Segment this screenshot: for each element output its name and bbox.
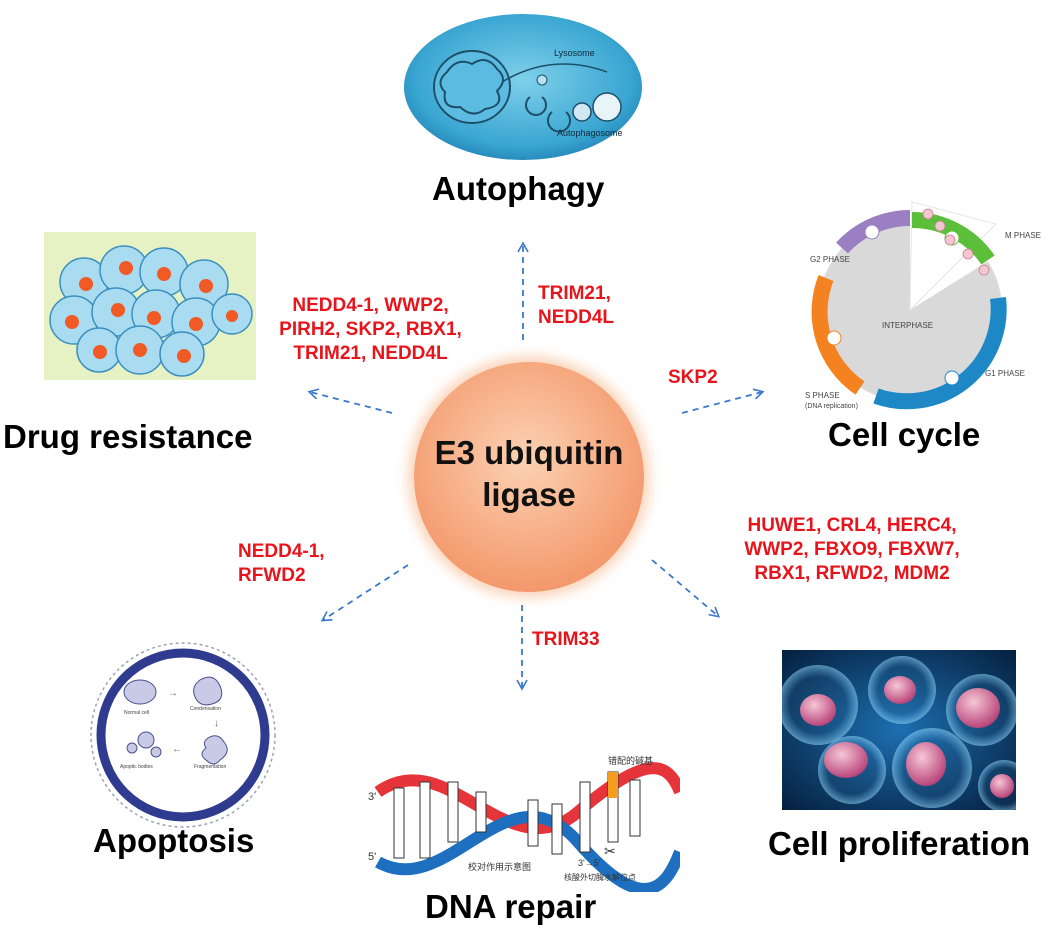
svg-text:←: ← (172, 744, 182, 755)
arrow-apoptosis (320, 564, 409, 622)
fragmentation-label: Fragmentation (194, 764, 226, 770)
proofreading-label: 校对作用示意图 (468, 861, 531, 872)
arrow-cell-cycle (681, 388, 765, 414)
arrow-drug-resistance (307, 388, 393, 414)
cell-proliferation-genes: HUWE1, CRL4, HERC4, WWP2, FBXO9, FBXW7, … (744, 515, 960, 584)
autophagy-title: Autophagy (432, 170, 605, 207)
exonuclease-label: 核酸外切酶水解位点 (564, 872, 636, 882)
center-label: E3 ubiquitin ligase (434, 434, 624, 513)
dna-repair-genes: TRIM33 (532, 629, 600, 650)
apoptic-bodies-label: Apoptic bodies (120, 764, 153, 770)
cell-cycle-image: G2 PHASE M PHASE INTERPHASE G1 PHASE S P… (805, 201, 1041, 410)
svg-text:↓: ↓ (214, 718, 219, 729)
cell-proliferation-image (782, 650, 1016, 810)
drug-resistance-genes: NEDD4-1, WWP2, PIRH2, SKP2, RBX1, TRIM21… (279, 295, 462, 364)
apoptosis-genes: NEDD4-1, RFWD2 (238, 541, 325, 586)
interphase-label: INTERPHASE (882, 321, 933, 330)
dna-repair-title: DNA repair (425, 888, 597, 925)
cell-cycle-title: Cell cycle (828, 416, 981, 453)
scissors-icon: ✂ (604, 843, 616, 859)
cell-proliferation-title: Cell proliferation (768, 825, 1031, 862)
drug-resistance-image (44, 232, 256, 380)
autophagy-genes: TRIM21, NEDD4L (538, 283, 615, 328)
lysosome-label: Lysosome (554, 48, 595, 58)
m-phase-label: M PHASE (1005, 231, 1041, 240)
drug-resistance-title: Drug resistance (3, 418, 253, 455)
apoptosis-image: Normal cell Condensation Apoptic bodies … (90, 642, 276, 828)
g1-label: G1 PHASE (985, 369, 1025, 378)
mismatch-label: 错配的碱基 (608, 755, 653, 766)
arrow-cell-proliferation (651, 559, 721, 618)
dna-repair-image: 错配的碱基 3' 5' 校对作用示意图 3'→5' 核酸外切酶水解位点 ✂ (368, 755, 680, 892)
direction-label: 3'→5' (578, 858, 601, 868)
svg-text:→: → (168, 688, 178, 699)
s-phase-label: S PHASE (805, 391, 840, 400)
autophagy-image: Lysosome Autophagosome (404, 14, 642, 160)
s-phase-sub-label: (DNA replication) (805, 403, 858, 410)
g2-label: G2 PHASE (810, 255, 850, 264)
dna-5prime-label: 5' (368, 851, 376, 863)
center-node: E3 ubiquitin ligase (414, 362, 644, 592)
normal-cell-label: Normal cell (124, 710, 149, 716)
dna-3prime-label: 3' (368, 791, 376, 803)
condensation-label: Condensation (190, 706, 221, 712)
apoptosis-title: Apoptosis (93, 822, 255, 859)
cell-cycle-genes: SKP2 (668, 367, 718, 388)
autophagosome-label: Autophagosome (557, 128, 623, 138)
